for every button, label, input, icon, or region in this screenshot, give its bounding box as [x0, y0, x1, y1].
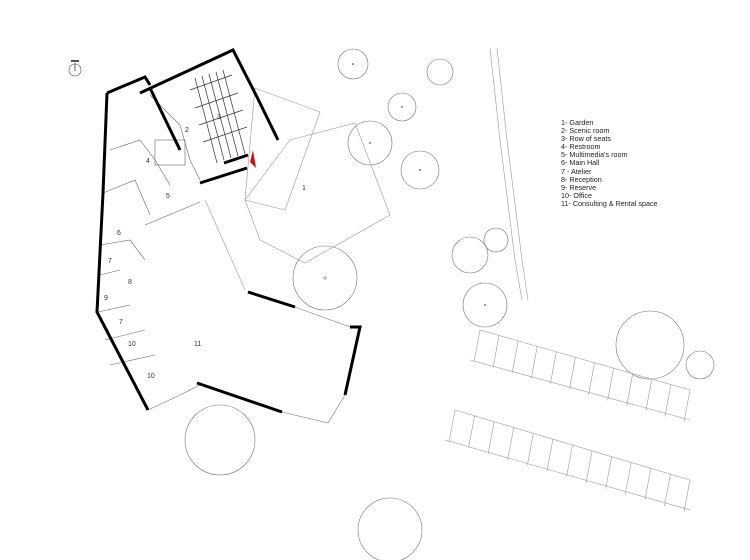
legend-item: 10- Office	[561, 190, 593, 200]
north-arrow-icon	[68, 60, 82, 77]
room-label-office-a: 10	[128, 341, 136, 348]
legend-item: 4- Restroom	[561, 142, 601, 152]
trees	[184, 48, 715, 560]
seat-rows	[189, 69, 248, 164]
exterior-walls	[95, 48, 362, 414]
room-label-seats: 3	[217, 114, 221, 121]
legend-item: 11- Consulting & Rental space	[561, 198, 658, 208]
room-label-hall: 6	[117, 230, 121, 237]
room-label-multimedia: 5	[166, 193, 170, 200]
parking-stripe	[530, 346, 538, 379]
legend-item: 6- Main Hall	[561, 158, 600, 168]
parking-stripes	[448, 329, 691, 513]
room-label-atelier-a: 7	[108, 258, 112, 265]
room-label-scenic: 2	[185, 127, 189, 134]
entrance-marker	[250, 150, 256, 168]
legend-item: 9- Reserve	[561, 182, 597, 192]
parking-stripe	[569, 357, 576, 390]
parking-stripe	[626, 373, 634, 406]
parking-stripe	[624, 462, 632, 495]
parking-stripe	[645, 379, 653, 412]
parking-stripe	[585, 450, 593, 483]
parking-stripe	[546, 439, 554, 472]
room-label-office-b: 10	[147, 373, 155, 380]
legend-item: 2- Scenic room	[561, 126, 610, 136]
parking-stripe	[566, 444, 573, 478]
parking-stripe	[607, 368, 614, 401]
parking-stripe	[683, 389, 691, 423]
parking-stripe	[588, 362, 595, 395]
parking-stripe	[683, 479, 691, 513]
parking-stripe	[448, 409, 456, 443]
room-label-atelier-b: 7	[119, 319, 123, 326]
room-label-restroom: 4	[146, 158, 150, 165]
parking-stripe	[492, 335, 500, 368]
parking-stripe	[527, 433, 534, 466]
parking-stripe	[644, 468, 652, 501]
legend-item: 1- Garden	[561, 118, 594, 127]
legend-item: 7 - Atelier	[561, 166, 592, 176]
parking-stripe	[507, 427, 515, 460]
parking-stripe	[664, 384, 672, 417]
interior-walls	[97, 94, 201, 396]
parking-stripe	[468, 415, 475, 448]
glazing	[147, 306, 351, 424]
parking-stripe	[473, 329, 481, 363]
room-label-reception: 8	[128, 279, 132, 286]
room-label-reserve: 9	[104, 295, 108, 302]
legend-item: 5- Multimedia's room	[561, 150, 628, 160]
parking-stripe	[487, 421, 495, 454]
parking-stripe	[511, 340, 519, 373]
room-label-consulting: 11	[194, 341, 201, 348]
parking-stripe	[550, 351, 557, 384]
legend-item: 8- Reception	[561, 174, 602, 184]
parking-stripe	[664, 474, 671, 507]
legend-item: 3- Row of seats	[561, 134, 611, 144]
parking-stripe	[605, 456, 612, 489]
site-lines	[204, 47, 691, 511]
room-label-garden: 1	[302, 185, 306, 192]
